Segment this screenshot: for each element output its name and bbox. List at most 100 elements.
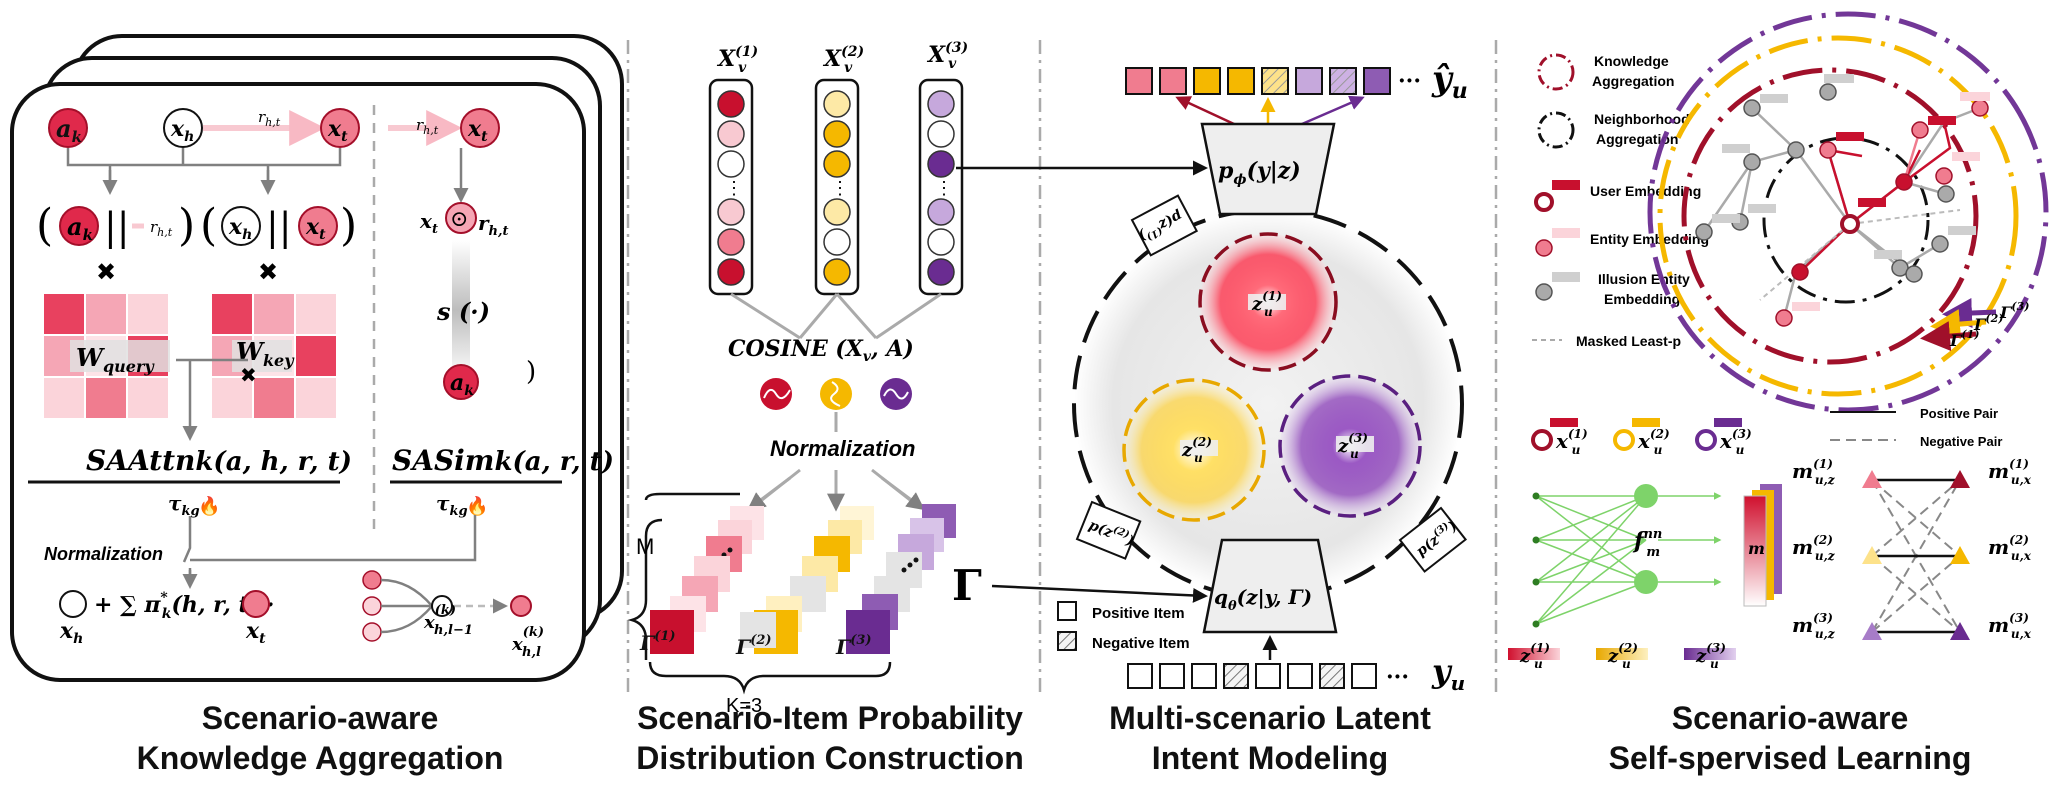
svg-text:ak: ak	[67, 212, 93, 244]
caption-panel4-line1: Scenario-aware	[1671, 700, 1909, 736]
anchor-gold-icon	[820, 378, 852, 410]
svg-text:z(3)u: z(3)u	[1337, 431, 1368, 461]
caption-panel2: Scenario-Item Probability Distribution C…	[620, 698, 1040, 778]
svg-text:Γ(2): Γ(2)	[1973, 312, 2003, 334]
caption-panel1: Scenario-aware Knowledge Aggregation	[40, 698, 600, 778]
item-vector-2: ⋮	[814, 78, 860, 296]
svg-text:x(k)h,l: x(k)h,l	[511, 625, 544, 660]
aggregation-formula: xh + ∑ π*k(h, r, t) · xt	[59, 590, 274, 647]
y-label: yu	[1431, 652, 1465, 695]
svg-text:||: ||	[104, 205, 130, 249]
legend-knowledge: Knowledge Aggregation	[1537, 53, 1674, 91]
svg-text:rh,t: rh,t	[478, 211, 509, 239]
svg-text:z(1)u: z(1)u	[1519, 641, 1550, 671]
connector-top	[66, 148, 342, 190]
times-icon: ✖	[258, 258, 278, 286]
svg-text:Embedding: Embedding	[1604, 291, 1680, 307]
w-key-matrix: Wkey ✖	[212, 294, 336, 418]
svg-text:xt: xt	[245, 618, 266, 647]
node-xt: xt	[320, 108, 360, 148]
svg-text:ak: ak	[450, 370, 474, 399]
svg-text:(: (	[36, 200, 53, 251]
svg-text:Wquery: Wquery	[76, 343, 155, 376]
sasim-rel: rh,t	[416, 116, 439, 137]
blur-column	[452, 240, 470, 380]
svg-text:m(1)u,z: m(1)u,z	[1792, 457, 1836, 487]
sasim-label: SASimk(a, r, t)	[392, 444, 614, 477]
m-label: M	[636, 534, 654, 559]
tau-kg-right: τkg	[436, 491, 468, 519]
svg-text:x(3)u: x(3)u	[1719, 427, 1752, 457]
latent-intent-3: z(3)u	[1278, 374, 1422, 518]
svg-text:⋮: ⋮	[725, 178, 743, 199]
fire-icon: 🔥	[466, 495, 488, 517]
neighbor-aggregation-tree: x(k)h,l−1 x(k)h,l	[362, 570, 544, 660]
svg-text:Masked Least-p: Masked Least-p	[1576, 333, 1681, 349]
knowledge-graph	[1647, 11, 2049, 413]
svg-text:): )	[340, 200, 357, 251]
svg-text:m: m	[1748, 539, 1765, 558]
panel-knowledge-aggregation: ak xh rh,t xt ( ak || rh,t ) ( xh	[10, 34, 624, 682]
node-xh: xh	[163, 108, 203, 148]
prior-tag-2: p(z(2))	[1075, 500, 1142, 560]
svg-text:(: (	[200, 200, 217, 251]
m-brace	[627, 518, 663, 660]
svg-text:✖: ✖	[240, 363, 257, 387]
concat-query: ( ak || rh,t )	[36, 200, 195, 251]
pair-legend: Positive Pair Negative Pair	[1830, 406, 2002, 449]
svg-text:z(1)u: z(1)u	[1251, 289, 1282, 319]
svg-text:⋮: ⋮	[935, 178, 953, 199]
caption-panel3-line2: Intent Modeling	[1151, 740, 1389, 776]
item-vector-3: ⋮	[918, 78, 964, 296]
svg-text:Knowledge: Knowledge	[1594, 53, 1669, 69]
decoder-block: pϕ(y|z)	[1200, 122, 1336, 216]
zu-embeddings: z(1)u z(2)u z(3)u	[1508, 641, 1736, 671]
svg-text:||: ||	[266, 205, 292, 249]
caption-panel1-line1: Scenario-aware	[201, 700, 439, 736]
legend-positive-label: Positive Item	[1092, 605, 1185, 622]
gamma-to-encoder-arrow	[991, 584, 1208, 603]
saattn-label: SAAttnk(a, h, r, t)	[86, 444, 352, 477]
input-items: ···	[1127, 663, 1409, 690]
svg-text:): )	[178, 200, 195, 251]
svg-text:Neighborhood: Neighborhood	[1594, 111, 1690, 127]
prior-tag-1: p(z(1))	[1130, 194, 1199, 257]
svg-text:Aggregation: Aggregation	[1592, 73, 1674, 89]
k-label: K=3	[726, 695, 762, 717]
svg-text:Γ(2): Γ(2)	[735, 633, 772, 659]
caption-panel3-line1: Multi-scenario Latent	[1109, 700, 1431, 736]
panel-probability-distribution: X(1)v X(2)v X(3)v ⋮ ⋮	[627, 40, 982, 717]
caption-panel4-line2: Self-spervised Learning	[1608, 740, 1972, 776]
svg-text:z(2)u: z(2)u	[1607, 641, 1638, 671]
svg-text:m(1)u,x: m(1)u,x	[1988, 457, 2032, 487]
svg-text:pϕ(y|z): pϕ(y|z)	[1218, 158, 1301, 188]
svg-text:x(1)u: x(1)u	[1555, 427, 1588, 457]
legend-neighborhood: Neighborhood Aggregation	[1537, 111, 1690, 149]
svg-text:z(2)u: z(2)u	[1181, 435, 1212, 465]
svg-text:xt: xt	[419, 209, 438, 237]
legend-user: User Embedding	[1534, 180, 1701, 212]
svg-text:···: ···	[1386, 664, 1409, 690]
legend-entity: Entity Embedding	[1535, 228, 1709, 257]
legend-masked: Masked Least-p	[1532, 333, 1681, 349]
xv1-label: X(1)v	[716, 44, 758, 76]
caption-panel3: Multi-scenario Latent Intent Modeling	[1060, 698, 1480, 778]
latent-intent-1: z(1)u	[1198, 232, 1338, 372]
svg-text:⊙: ⊙	[450, 207, 468, 232]
svg-text:User Embedding: User Embedding	[1590, 183, 1701, 199]
svg-text:Aggregation: Aggregation	[1596, 131, 1678, 147]
svg-text:Γ(1): Γ(1)	[639, 629, 676, 655]
legend-illusion: Illusion Entity Embedding	[1535, 271, 1690, 307]
svg-text:···: ···	[1398, 68, 1421, 94]
user-embedding-1: x(1)u	[1531, 418, 1588, 457]
y-hat-label: ŷu	[1431, 59, 1468, 104]
svg-text:⋮: ⋮	[831, 178, 849, 199]
item-vector-1: ⋮	[708, 78, 754, 296]
fire-icon: 🔥	[198, 495, 220, 517]
svg-text:Γ(3): Γ(3)	[1999, 300, 2029, 322]
svg-text:rh,t: rh,t	[150, 218, 173, 239]
caption-panel2-line2: Distribution Construction	[636, 740, 1024, 776]
svg-text:xh: xh	[170, 116, 194, 145]
latent-intent-2: z(2)u	[1122, 378, 1266, 522]
